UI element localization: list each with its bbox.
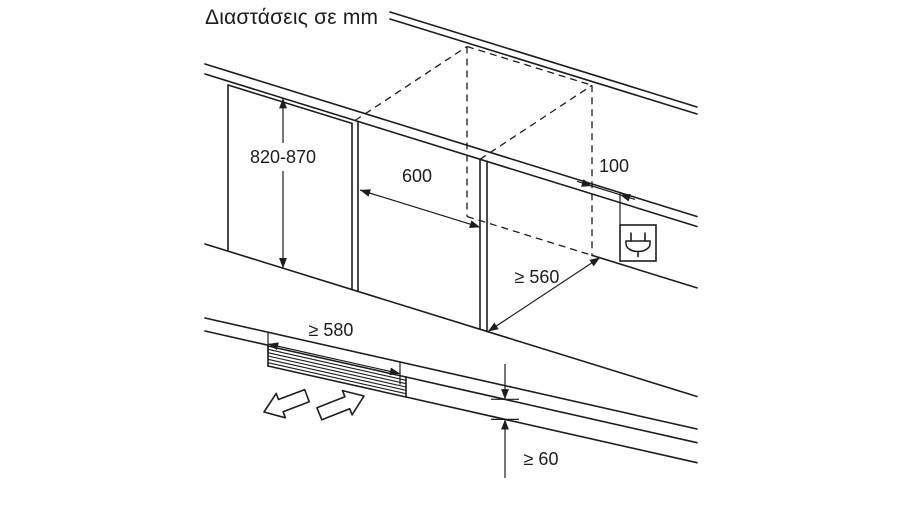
main-view: 820-870 600 100 ≥ 560 — [204, 11, 698, 398]
dim-socket-offset-label: 100 — [599, 156, 629, 176]
power-socket-icon — [619, 224, 657, 262]
worktop — [204, 11, 698, 228]
page-title: Διαστάσεις σε mm — [205, 6, 378, 29]
airflow-out-arrow — [263, 388, 311, 419]
plinth-section-hatch — [267, 345, 407, 398]
plinth-lines — [204, 317, 698, 464]
wall-floor-junction — [591, 254, 698, 289]
dim-niche-width: 600 — [359, 166, 481, 228]
plinth-detail: ≥ 580 ≥ 60 — [204, 317, 698, 478]
left-cabinet — [227, 84, 359, 293]
dim-niche-height: 820-870 — [250, 98, 316, 269]
airflow-in-arrow — [316, 389, 365, 421]
dim-socket-offset: 100 — [576, 156, 636, 225]
dim-niche-depth-label: ≥ 560 — [515, 267, 560, 287]
dim-plinth-air-gap: ≥ 60 — [491, 364, 558, 478]
dim-plinth-air-gap-label: ≥ 60 — [524, 449, 559, 469]
dim-niche-height-label: 820-870 — [250, 147, 316, 167]
dim-plinth-cutout-width: ≥ 580 — [267, 320, 401, 385]
floor-line — [204, 243, 698, 398]
dim-plinth-cutout-width-label: ≥ 580 — [309, 320, 354, 340]
dim-niche-width-label: 600 — [402, 166, 432, 186]
niche-outline — [354, 45, 593, 256]
right-side-panel — [479, 158, 488, 333]
dim-niche-depth: ≥ 560 — [487, 256, 601, 333]
